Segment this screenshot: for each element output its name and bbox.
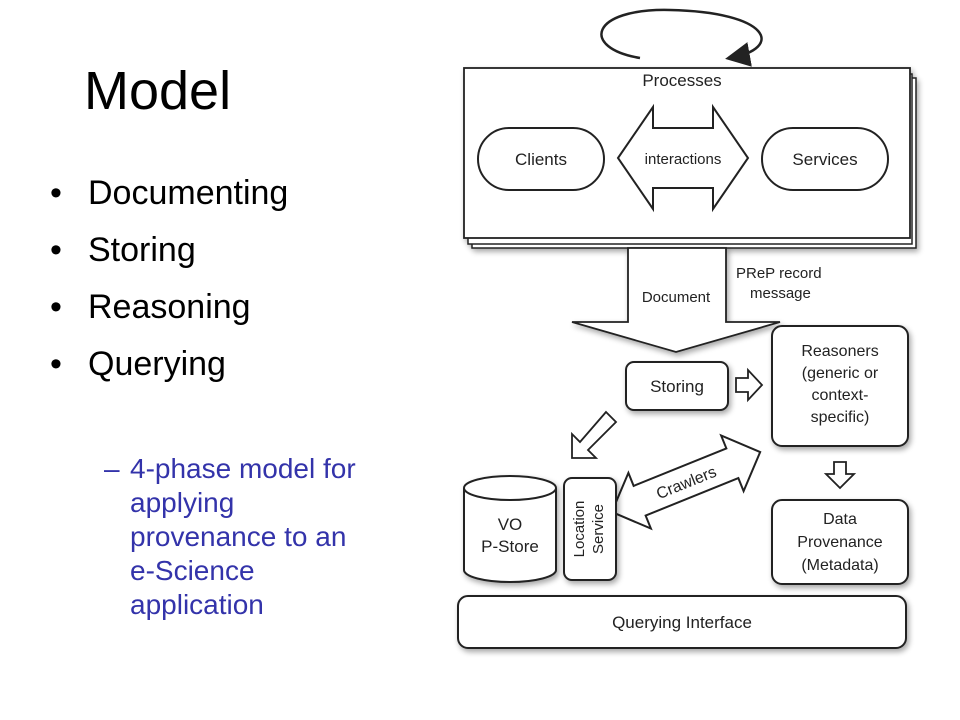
vo-pstore-cylinder [463,475,557,583]
sub-bullet-text: 4-phase model for applying provenance to… [130,452,422,622]
reasoners-to-data-arrow [823,461,857,490]
clients-node: Clients [477,127,605,191]
sub-bullet-line: provenance to an [130,521,347,552]
data-provenance-node [771,499,909,585]
bullet-text: Querying [88,345,226,383]
provenance-model-diagram: Processes Clients interactions Services … [457,8,917,649]
slide-title: Model [84,61,232,121]
bullet-item-reasoning: • Reasoning [50,279,288,336]
data-label-line2: Provenance [797,534,882,551]
reasoners-label-line1: Reasoners [801,343,878,360]
crawlers-arrow: Crawlers [610,433,762,531]
bullet-item-documenting: • Documenting [50,165,288,222]
bullet-dot: • [50,345,62,383]
bullet-text: Storing [88,231,196,269]
bullet-text: Documenting [88,174,289,212]
bullet-dot: • [50,288,62,326]
sub-bullet-line: e-Science [130,555,255,586]
querying-interface-bar [457,595,907,649]
data-label-line3: (Metadata) [801,557,878,574]
vo-label-line1: VO [498,515,523,534]
bullet-item-querying: • Querying [50,336,288,393]
reasoners-label-line2: (generic or [802,365,879,382]
processes-label: Processes [642,71,721,90]
bullet-text: Reasoning [88,288,251,326]
storing-to-store-arrow [571,410,618,459]
sub-bullet-line: application [130,589,264,620]
sub-bullet-line: applying [130,487,235,518]
storing-label: Storing [650,377,704,396]
reasoners-label-line4: specific) [811,409,870,426]
storing-to-reasoners-arrow [735,367,764,403]
sub-bullet-dash: – [104,453,120,484]
sub-bullet: – 4-phase model for applying provenance … [104,452,422,652]
bullet-dot: • [50,174,62,212]
document-label: Document [642,289,711,306]
data-label-line1: Data [823,511,857,528]
prep-record-label-line1: PReP record [736,265,822,282]
reasoners-node [771,325,909,447]
prep-record-label-line2: message [750,285,811,302]
storing-node [625,361,729,411]
sub-bullet-line: 4-phase model for [130,453,356,484]
document-arrow [571,247,781,353]
querying-interface-label: Querying Interface [612,613,752,632]
location-service-node [563,477,617,581]
self-loop-arrow [600,8,763,67]
location-label-line2: Service [590,504,607,554]
clients-label: Clients [515,150,567,169]
bullet-dot: • [50,231,62,269]
interactions-label: interactions [645,151,722,168]
services-node: Services [761,127,889,191]
location-label-line1: Location [571,501,588,558]
services-label: Services [792,150,857,169]
bullet-item-storing: • Storing [50,222,288,279]
bullet-list: • Documenting • Storing • Reasoning • Queryi… [50,165,288,393]
reasoners-label-line3: context- [812,387,869,404]
interactions-arrow: interactions [616,103,750,213]
vo-label-line2: P-Store [481,537,539,556]
